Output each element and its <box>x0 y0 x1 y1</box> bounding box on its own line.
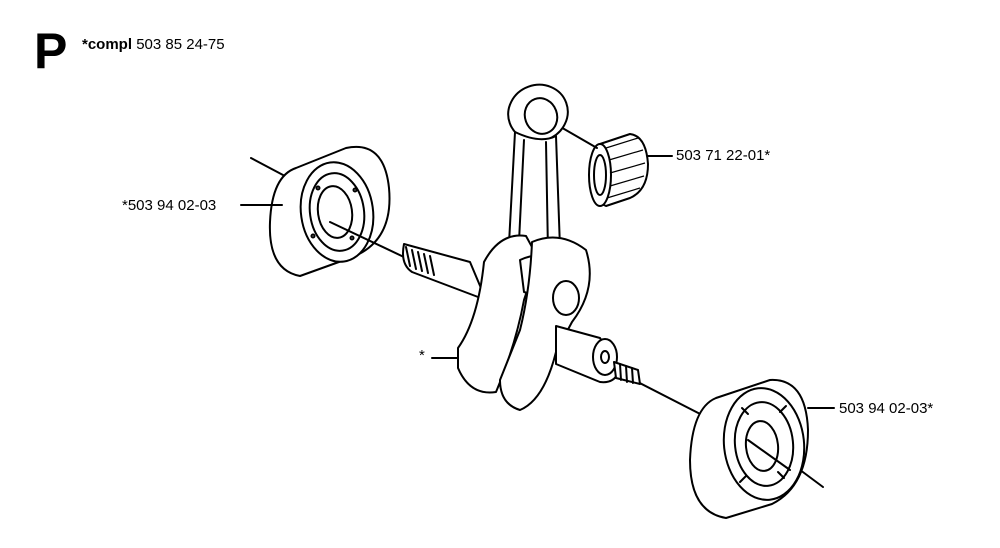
crankshaft-assembly <box>402 83 641 411</box>
needle-bearing <box>588 133 649 207</box>
part-label-crankshaft: * <box>419 347 425 364</box>
axis-line-mid <box>629 377 709 419</box>
section-letter: P <box>34 23 68 79</box>
kit-reference: *compl 503 85 24-75 <box>82 37 225 52</box>
left-bearing <box>268 145 391 277</box>
part-label-bearing-left: *503 94 02-03 <box>122 197 217 214</box>
right-bearing <box>689 378 809 519</box>
axis-line-left-inner <box>329 221 407 259</box>
part-label-bearing-right: 503 94 02-03* <box>839 400 934 417</box>
kit-number: 503 85 24-75 <box>136 36 225 53</box>
axis-line-right-inner <box>747 439 791 471</box>
kit-prefix: *compl <box>82 36 133 53</box>
part-label-needle-bearing: 503 71 22-01* <box>676 147 771 164</box>
